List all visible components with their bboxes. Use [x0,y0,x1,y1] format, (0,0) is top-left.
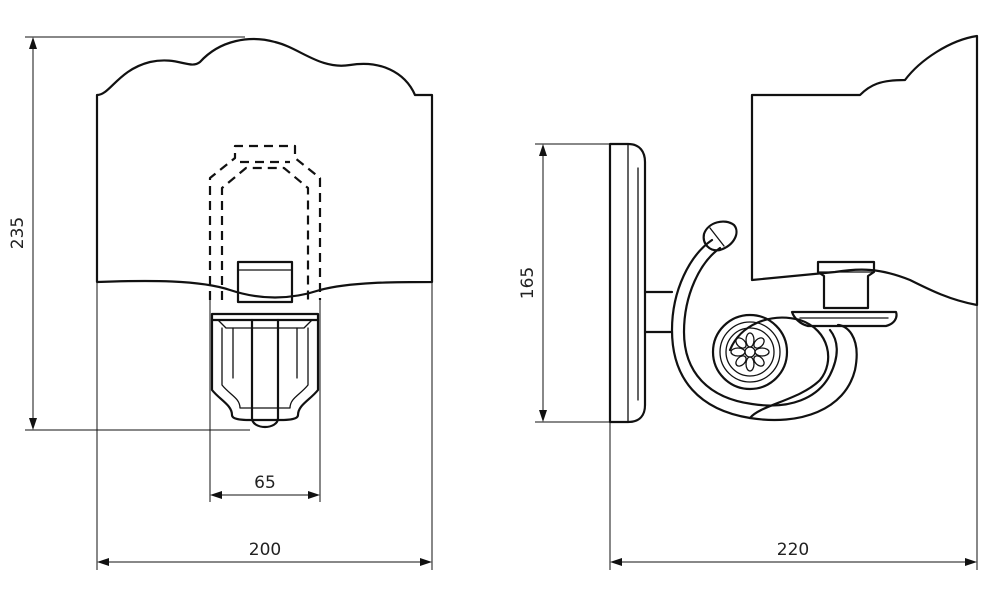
front-height-label: 235 [8,217,28,249]
socket-width-dimension: 65 [209,300,321,502]
side-rosette [711,313,789,391]
side-view [608,34,979,424]
front-candle-socket [236,260,294,304]
front-height-dimension: 235 [8,36,250,431]
side-depth-dimension: 220 [609,305,978,570]
front-shade [95,37,434,299]
side-shade [750,34,979,307]
front-bracket [210,318,320,422]
side-height-label: 165 [518,267,538,299]
front-width-label: 200 [249,540,281,560]
side-height-dimension: 165 [518,143,612,423]
front-view [95,37,434,429]
side-wall-plate [608,142,647,424]
side-depth-label: 220 [777,540,809,560]
front-width-dimension: 200 [96,282,433,570]
front-stem [250,318,280,429]
side-drip-tray [790,310,898,328]
front-drip-tray [210,312,320,322]
socket-width-label: 65 [254,473,276,493]
side-mount-stub [643,290,674,334]
front-hidden-bulb [208,144,322,300]
side-scroll-arm [670,238,858,422]
side-acorn-tip [702,220,738,252]
